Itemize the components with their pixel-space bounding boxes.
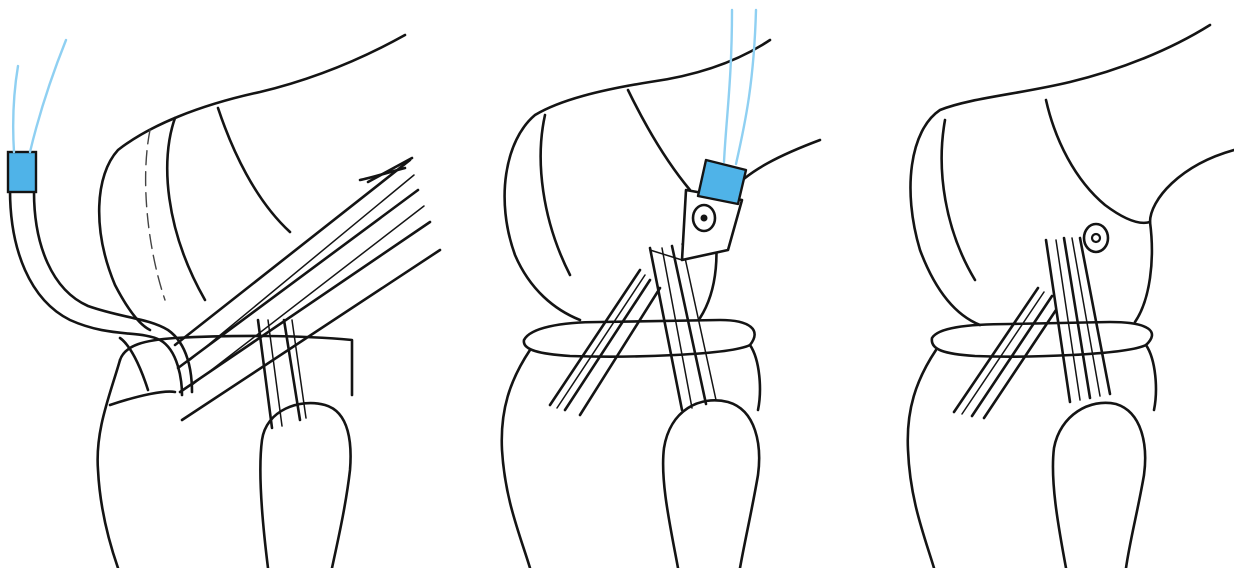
panel-1-illustration xyxy=(0,0,450,568)
ligament-strands xyxy=(954,238,1110,418)
femur xyxy=(505,40,820,320)
ligament-strands xyxy=(550,244,716,415)
fixation-screw xyxy=(1084,224,1108,252)
panel-2-tunnel-fixation xyxy=(450,0,850,568)
panel-2-illustration xyxy=(450,0,850,568)
fibula xyxy=(260,403,350,568)
suture-threads xyxy=(13,40,66,152)
ligament-band xyxy=(175,158,440,420)
panel-3-final-reconstruction xyxy=(850,0,1234,568)
tibial-plateau xyxy=(908,322,1156,568)
graft-marker xyxy=(698,160,746,204)
graft-marker xyxy=(8,152,36,192)
femur xyxy=(910,25,1234,325)
suture-threads xyxy=(724,10,756,164)
panel-3-illustration xyxy=(850,0,1234,568)
tibial-plateau xyxy=(502,320,760,568)
fibula xyxy=(1053,403,1145,568)
fibula xyxy=(663,400,759,568)
tibia xyxy=(98,336,352,568)
panel-1-knee-graft-passage xyxy=(0,0,450,568)
